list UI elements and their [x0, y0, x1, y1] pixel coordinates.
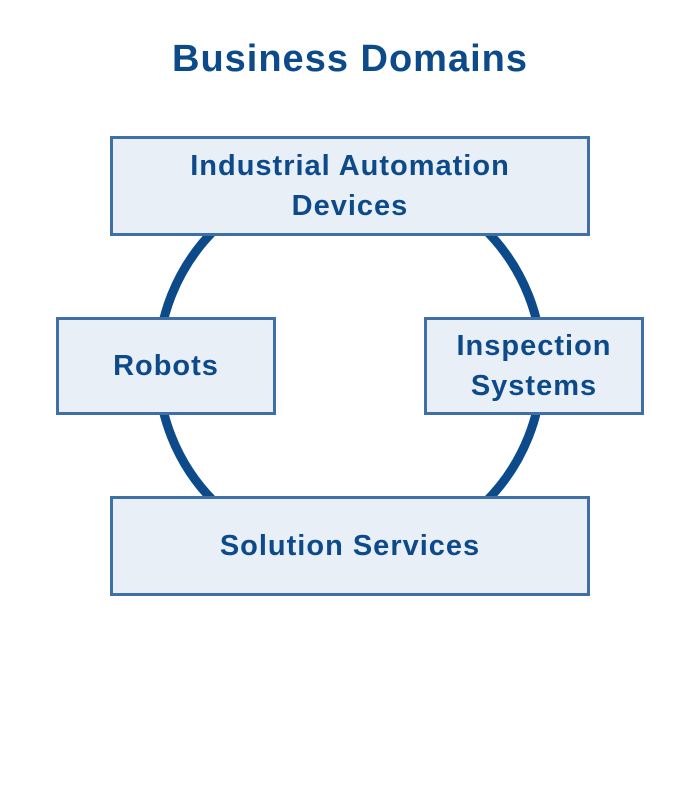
- diagram-title: Business Domains: [172, 38, 528, 80]
- node-robots: Robots: [56, 317, 276, 415]
- node-industrial-automation-devices: Industrial Automation Devices: [110, 136, 590, 236]
- node-inspection-systems: Inspection Systems: [424, 317, 644, 415]
- node-solution-services: Solution Services: [110, 496, 590, 596]
